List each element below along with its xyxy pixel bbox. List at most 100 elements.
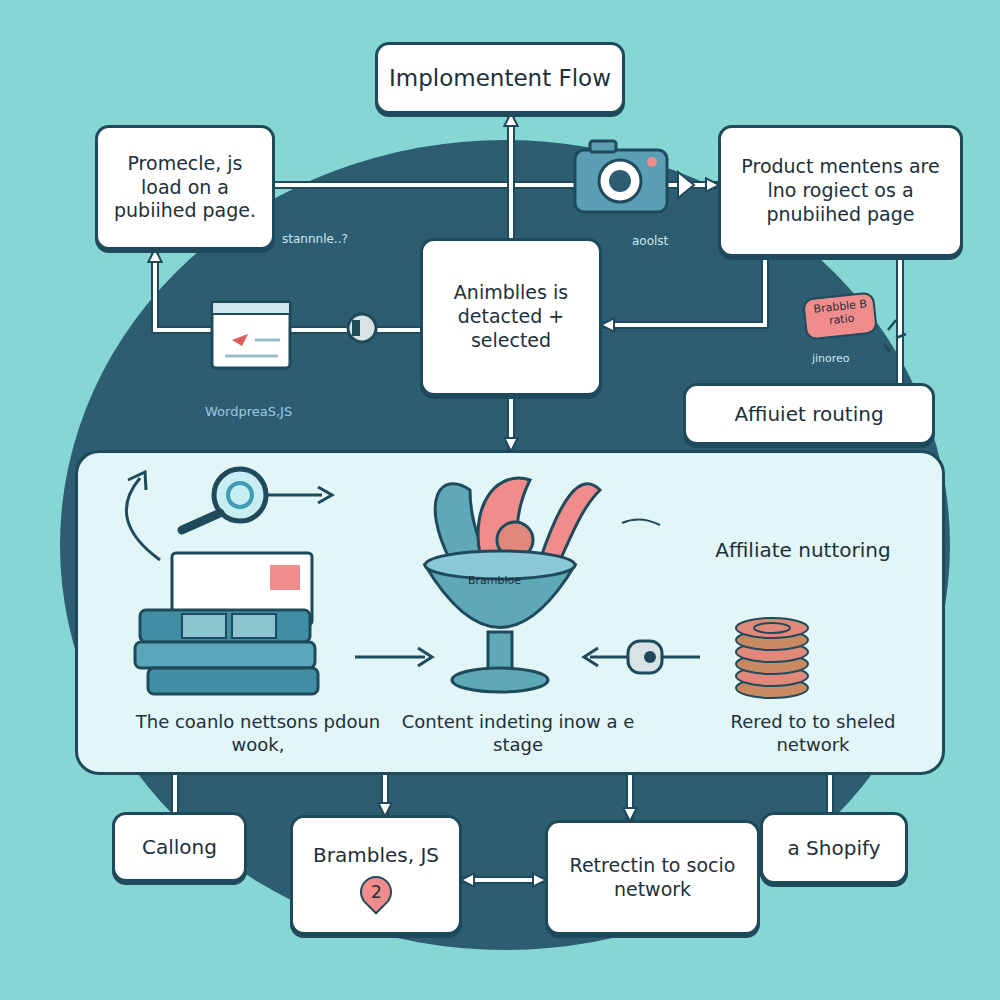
note-label: stannnle..? — [282, 232, 348, 246]
books-icon-part — [418, 648, 432, 666]
flow-arrow — [602, 257, 765, 325]
node-text: Product mentens are lno rogiect os a pnu… — [731, 155, 950, 226]
camera-icon-part — [599, 160, 641, 202]
document-icon-part — [212, 302, 290, 314]
document-icon-part — [225, 355, 278, 358]
node-text: Brambles, JS — [313, 843, 439, 868]
node-text: Retrectin to socio network — [558, 854, 747, 902]
node-text: Animblles is detacted + selected — [433, 281, 589, 352]
node-text: Callong — [142, 835, 217, 860]
books-icon-part — [270, 565, 300, 590]
flow-arrow — [628, 775, 632, 820]
flow-arrow — [509, 114, 513, 238]
camera-icon-part — [590, 141, 616, 152]
callout-badge: 2 — [353, 869, 398, 914]
bowl-icon-part — [540, 484, 600, 560]
coins-icon — [736, 618, 808, 698]
plug-icon-part — [352, 320, 360, 336]
bowl-icon-part — [425, 565, 575, 628]
process-box: Retrectin to socio network — [545, 820, 760, 935]
tag-icon — [803, 292, 906, 352]
connector-outline — [381, 775, 389, 815]
band-text: Content indeting inow a e stage — [398, 711, 638, 756]
document-icon-part — [212, 302, 290, 368]
flow-arrow — [173, 775, 177, 812]
magnifier-icon-part — [318, 487, 332, 503]
node-text: Promecle, js load on a pubiihed page. — [108, 152, 262, 223]
connector-outline — [275, 181, 718, 189]
dark-backdrop — [60, 140, 950, 950]
document-icon-part — [255, 339, 280, 342]
curved-arrow — [126, 472, 660, 560]
books-icon-part — [172, 553, 312, 625]
bowl-icon-part — [497, 522, 533, 558]
content-band: Affiliate nuttoringThe coanlo nettsons p… — [75, 450, 945, 775]
bowl-icon — [425, 478, 600, 692]
document-icon — [212, 302, 290, 368]
flow-arrow — [898, 257, 902, 383]
node-text: a Shopify — [788, 836, 881, 861]
camera-icon-part — [678, 172, 694, 198]
books-icon-part — [355, 656, 425, 659]
plug-icon-part — [348, 314, 376, 342]
process-box: Callong — [112, 812, 247, 882]
coins-icon-part — [754, 623, 790, 633]
bowl-icon-part — [488, 632, 512, 674]
plug-arrow-part — [584, 648, 598, 666]
coins-icon-part — [736, 642, 808, 662]
connector-outline — [155, 250, 420, 330]
connector-outline — [602, 257, 765, 325]
plug-arrow-part — [644, 651, 656, 663]
node-text: Implomentent Flow — [389, 64, 611, 93]
coins-icon-part — [736, 654, 808, 674]
plug-icon — [348, 314, 376, 342]
connector-outline — [896, 257, 904, 383]
note-label: jinoreo — [812, 352, 850, 365]
process-box: Brambles, JS 2 — [290, 815, 462, 935]
tag-icon-part — [884, 320, 906, 352]
band-text: Affiliate nuttoring — [678, 538, 928, 563]
flow-arrow — [155, 250, 420, 330]
magnifier-icon-part — [214, 469, 266, 521]
node-text: Affiuiet routing — [734, 402, 883, 427]
tag-icon-part — [803, 292, 877, 339]
camera-icon — [575, 141, 694, 212]
callout-number: 2 — [371, 878, 382, 906]
bowl-icon-part — [452, 668, 548, 692]
flow-arrow — [509, 396, 513, 450]
flow-arrow — [275, 183, 718, 187]
books-icon-part — [232, 614, 276, 638]
books-icon — [135, 553, 432, 694]
camera-icon-part — [575, 150, 667, 212]
connector-outline — [507, 396, 515, 450]
bowl-icon-part — [478, 478, 530, 555]
flow-arrow — [462, 878, 545, 882]
connector-outline — [462, 876, 545, 884]
plug-arrow — [584, 641, 700, 673]
books-icon-part — [135, 642, 315, 668]
curved-arrow-part — [622, 519, 660, 525]
flow-arrow — [383, 775, 387, 815]
note-label: Brabble B ratio — [811, 297, 871, 329]
plug-arrow-part — [590, 656, 700, 659]
books-icon-part — [140, 610, 310, 642]
books-icon-part — [182, 614, 226, 638]
curved-arrow-part — [126, 478, 160, 560]
connector-outline — [171, 775, 179, 812]
books-icon-part — [148, 668, 318, 694]
band-text: The coanlo nettsons pdoun wook, — [108, 711, 408, 756]
process-box: Animblles is detacted + selected — [420, 238, 602, 396]
note-label: Brambloe — [468, 574, 521, 587]
document-icon-part — [232, 334, 248, 346]
band-text: Rered to to sheled network — [698, 711, 928, 756]
coins-icon-part — [736, 666, 808, 686]
camera-icon-part — [609, 170, 631, 192]
flow-arrow — [828, 775, 832, 812]
process-box: Promecle, js load on a pubiihed page. — [95, 125, 275, 250]
coins-icon-part — [736, 630, 808, 650]
process-box: Product mentens are lno rogiect os a pnu… — [718, 125, 963, 257]
